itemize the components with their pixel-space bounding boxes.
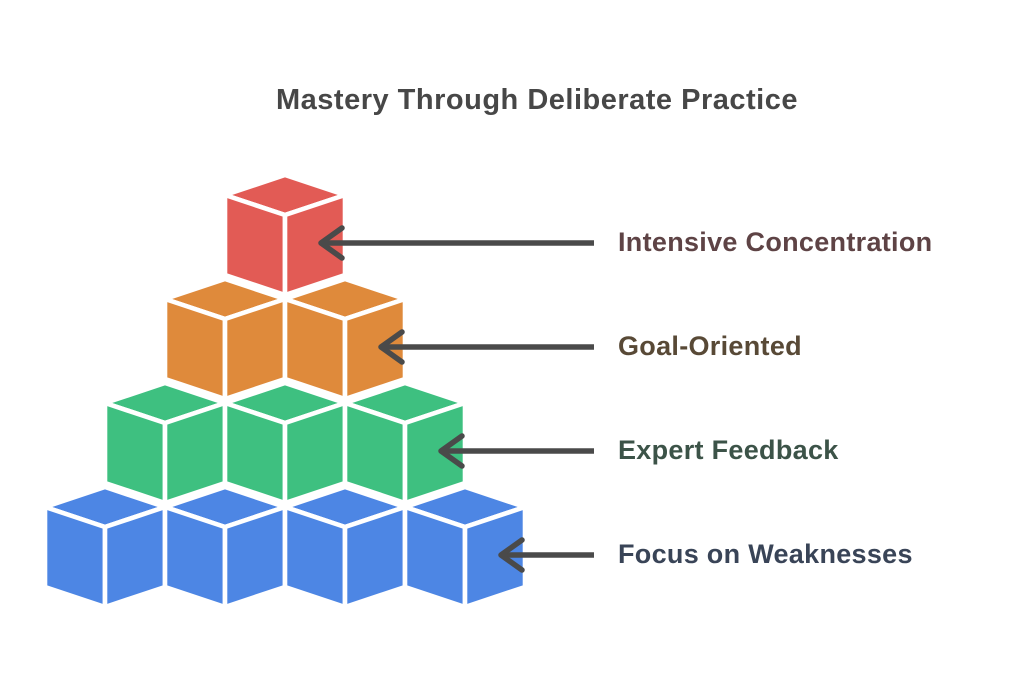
- cube: [222, 380, 348, 506]
- level-label-expert-feedback: Expert Feedback: [618, 434, 839, 465]
- cube: [162, 484, 288, 610]
- cube: [282, 484, 408, 610]
- arrow: [378, 329, 594, 365]
- cube: [102, 380, 228, 506]
- pyramid-row: [222, 172, 348, 298]
- level-label-focus-on-weaknesses: Focus on Weaknesses: [618, 538, 913, 569]
- cube: [162, 276, 288, 402]
- arrow: [498, 537, 594, 573]
- pyramid-row: [42, 484, 528, 610]
- pyramid-row: [162, 276, 408, 402]
- cube: [342, 380, 468, 506]
- arrow: [438, 433, 594, 469]
- level-label-intensive-concentration: Intensive Concentration: [618, 226, 933, 257]
- cube: [42, 484, 168, 610]
- cube: [222, 172, 348, 298]
- diagram-title: Mastery Through Deliberate Practice: [276, 84, 798, 117]
- cube: [282, 276, 408, 402]
- arrow: [318, 225, 594, 261]
- level-label-goal-oriented: Goal-Oriented: [618, 330, 802, 361]
- cube: [402, 484, 528, 610]
- pyramid-row: [102, 380, 468, 506]
